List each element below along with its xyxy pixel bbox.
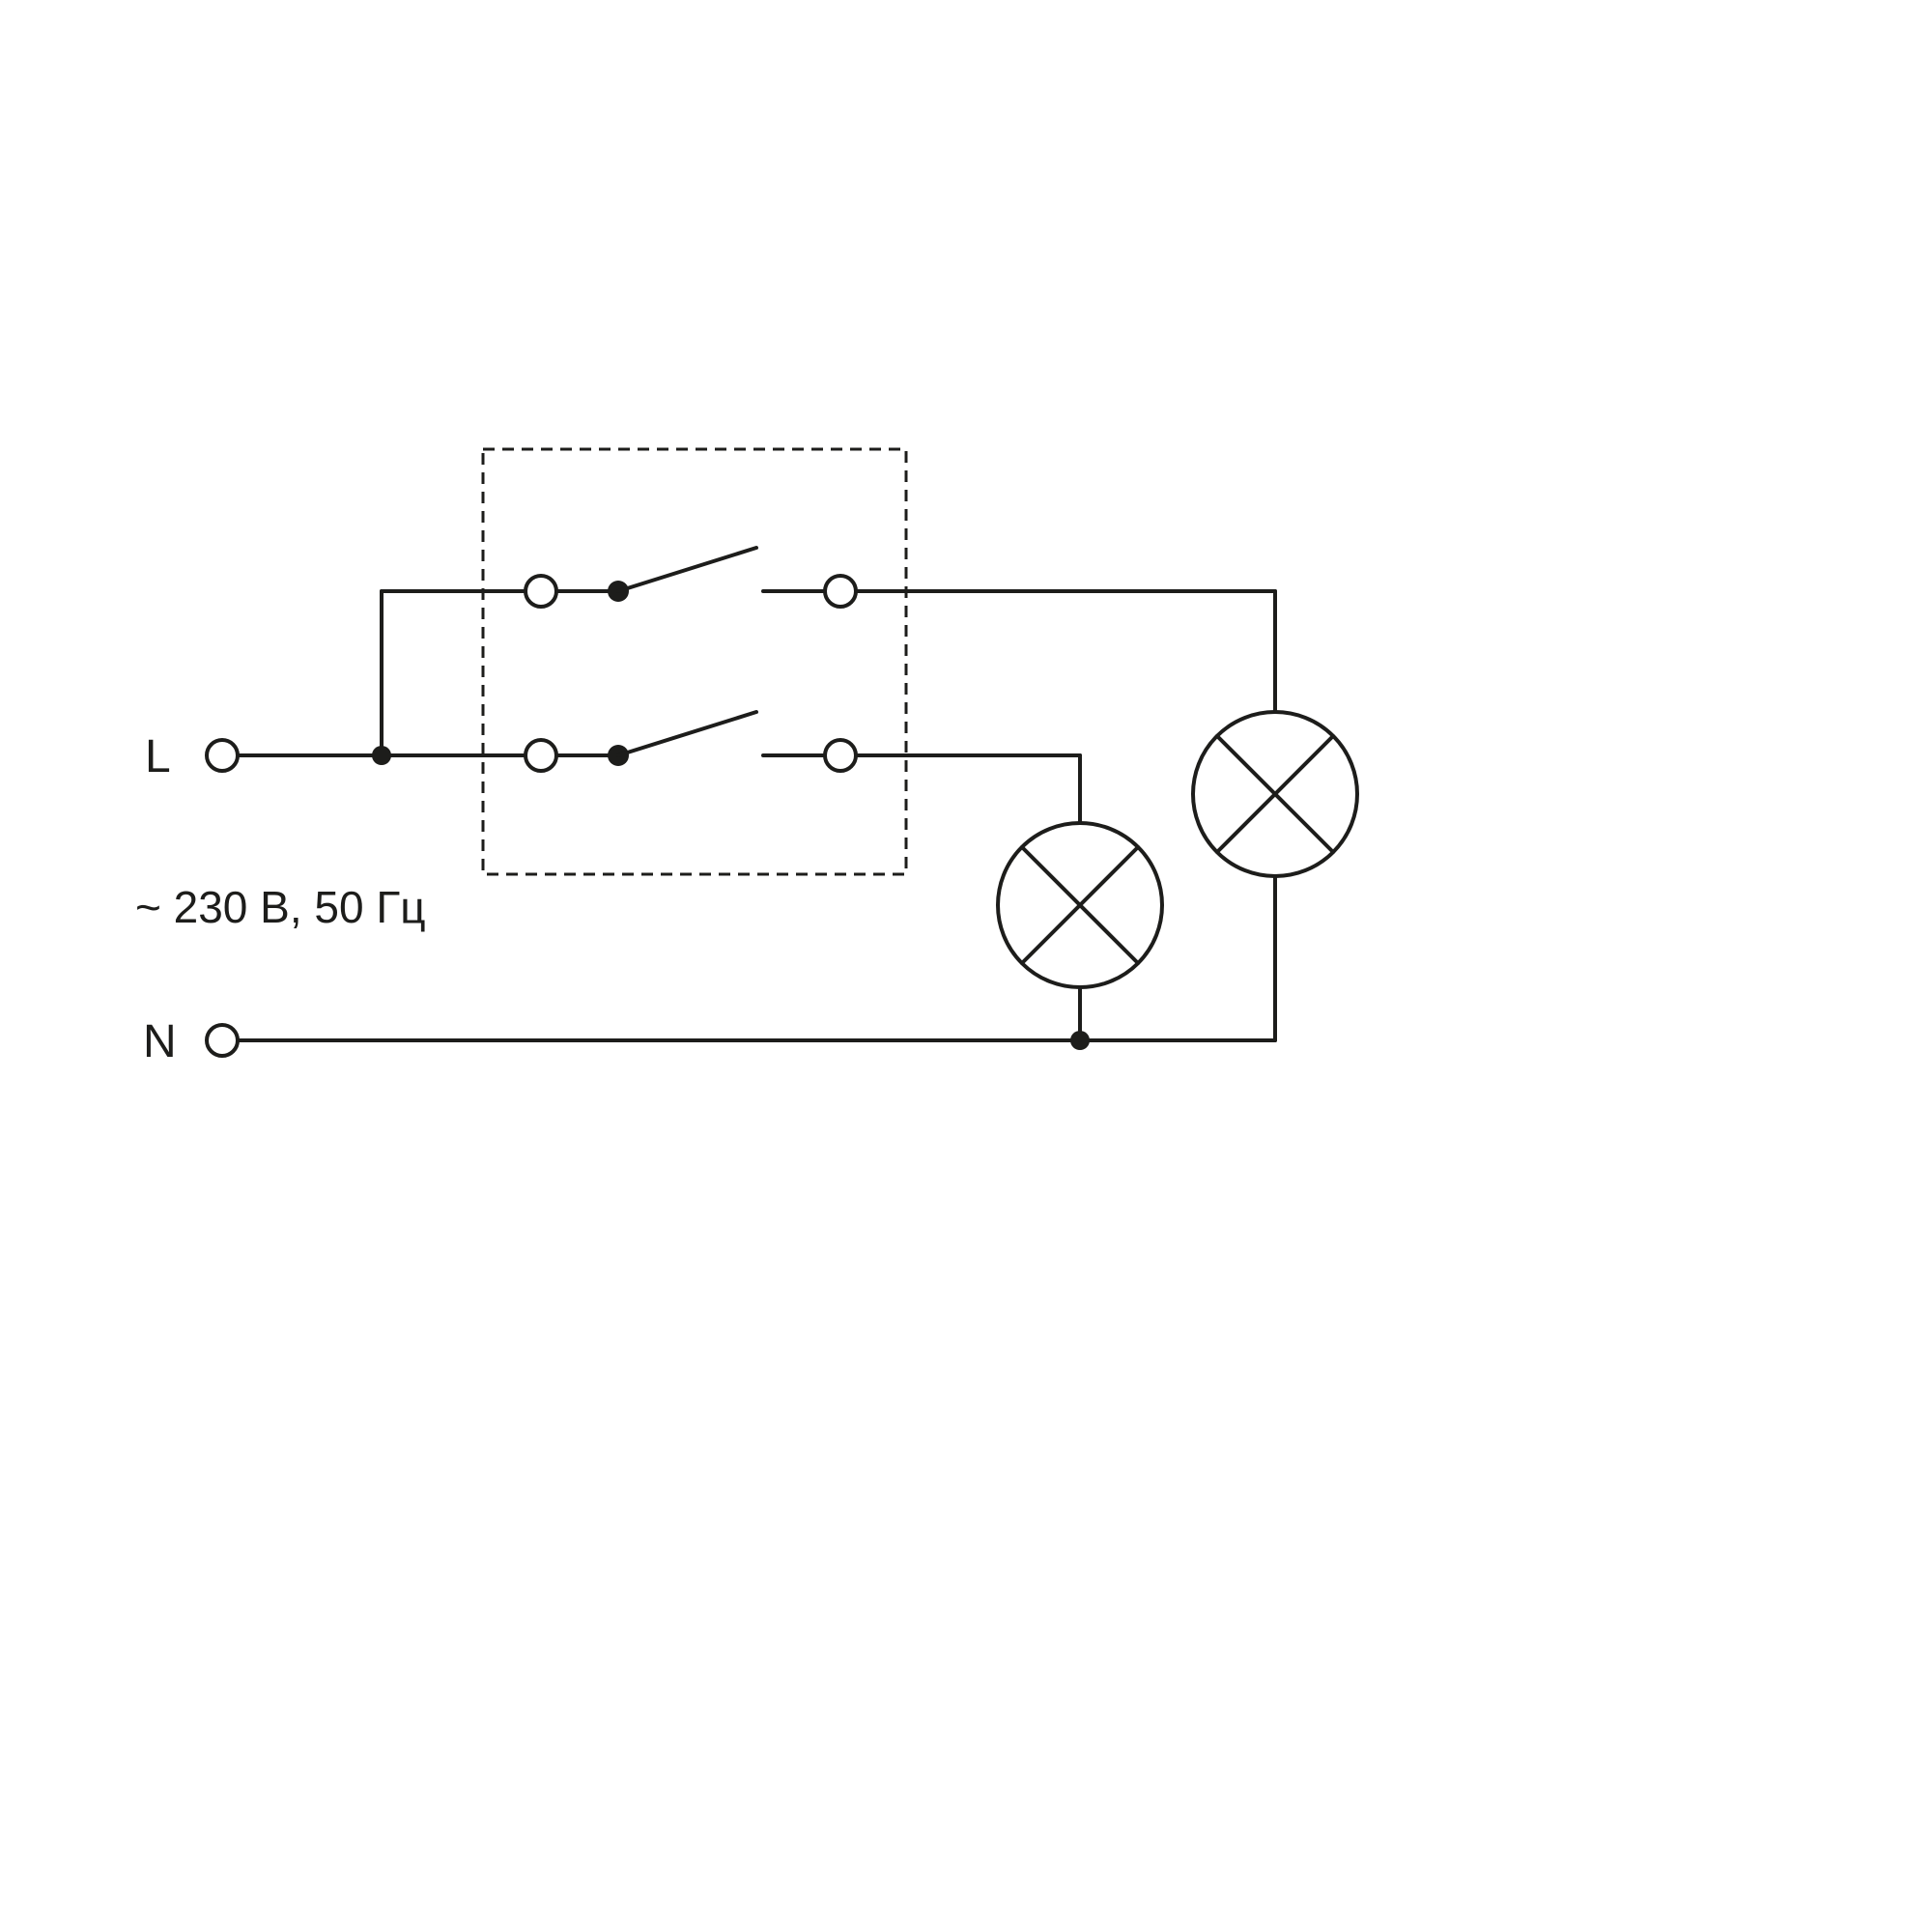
switch-2-lever xyxy=(616,710,758,757)
switch-1-output-terminal-icon xyxy=(823,574,858,609)
switch-1-input-terminal-icon xyxy=(524,574,558,609)
neutral-terminal-icon xyxy=(205,1023,240,1058)
line-label: L xyxy=(145,731,171,782)
lamp-1-cross-b xyxy=(1020,845,1140,965)
switch-2-input-terminal-icon xyxy=(524,738,558,773)
lamp-1-icon xyxy=(996,821,1164,989)
line-terminal: L xyxy=(145,731,240,782)
switch-1-lever xyxy=(616,546,758,593)
lamp-2-cross-b xyxy=(1215,734,1335,854)
line-terminal-icon xyxy=(205,738,240,773)
switch-2 xyxy=(524,710,858,773)
circuit-branch-2 xyxy=(854,753,1082,1042)
switch-2-output-terminal-icon xyxy=(823,738,858,773)
switch-1 xyxy=(524,546,858,609)
junction-dot-line xyxy=(372,746,391,765)
circuit-branch-1 xyxy=(854,589,1277,1042)
voltage-rating-label: ~ 230 В, 50 Гц xyxy=(135,882,426,932)
lamp-2-icon xyxy=(1191,710,1359,878)
neutral-terminal: N xyxy=(143,1016,240,1067)
neutral-wires xyxy=(236,1031,1277,1050)
line-feed-wires xyxy=(236,589,527,765)
switch-enclosure-box xyxy=(481,447,908,876)
neutral-label: N xyxy=(143,1016,177,1067)
